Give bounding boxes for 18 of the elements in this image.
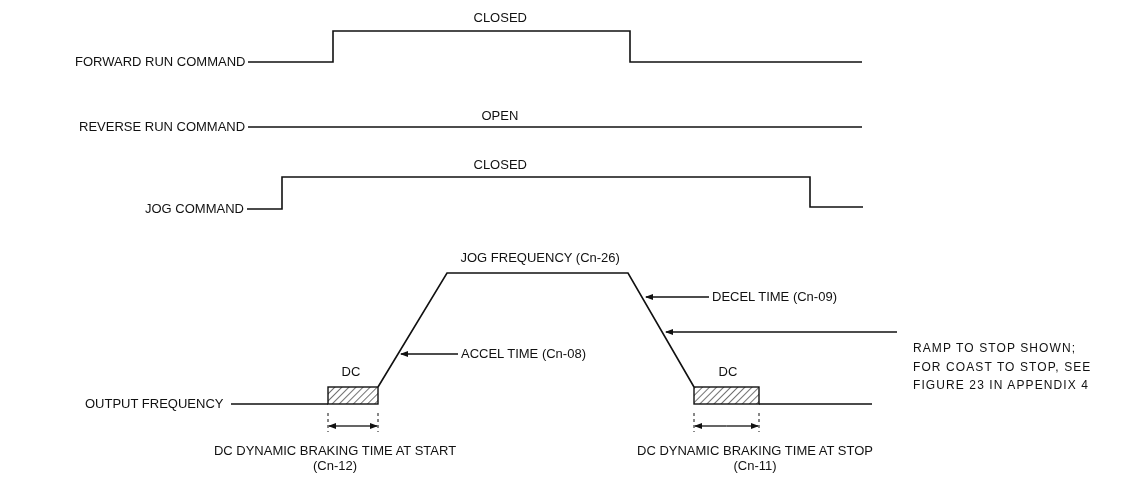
block-label: DC bbox=[341, 364, 361, 380]
block-label: DC bbox=[718, 364, 738, 380]
level-label: JOG FREQUENCY (Cn-26) bbox=[460, 250, 620, 266]
callout-text: RAMP TO STOP SHOWN; FOR COAST TO STOP, SEE FIGURE 23 IN APPENDIX 4 bbox=[913, 340, 1093, 395]
state-label: OPEN bbox=[481, 108, 519, 124]
leader-line bbox=[400, 351, 459, 357]
signal-name: REVERSE RUN COMMAND bbox=[79, 119, 246, 135]
time-label: DC DYNAMIC BRAKING TIME AT START (Cn-12) bbox=[212, 442, 458, 474]
signal-name: OUTPUT FREQUENCY bbox=[85, 396, 224, 412]
signal-name: FORWARD RUN COMMAND bbox=[75, 54, 246, 70]
leader-line bbox=[665, 329, 898, 335]
leader-line bbox=[645, 294, 710, 300]
callout-text: DECEL TIME (Cn-09) bbox=[712, 289, 837, 305]
state-label: CLOSED bbox=[473, 10, 527, 26]
callout-text: ACCEL TIME (Cn-08) bbox=[461, 346, 586, 362]
time-label: DC DYNAMIC BRAKING TIME AT STOP (Cn-11) bbox=[636, 442, 874, 474]
signal-name: JOG COMMAND bbox=[145, 201, 244, 217]
state-label: CLOSED bbox=[473, 157, 527, 173]
